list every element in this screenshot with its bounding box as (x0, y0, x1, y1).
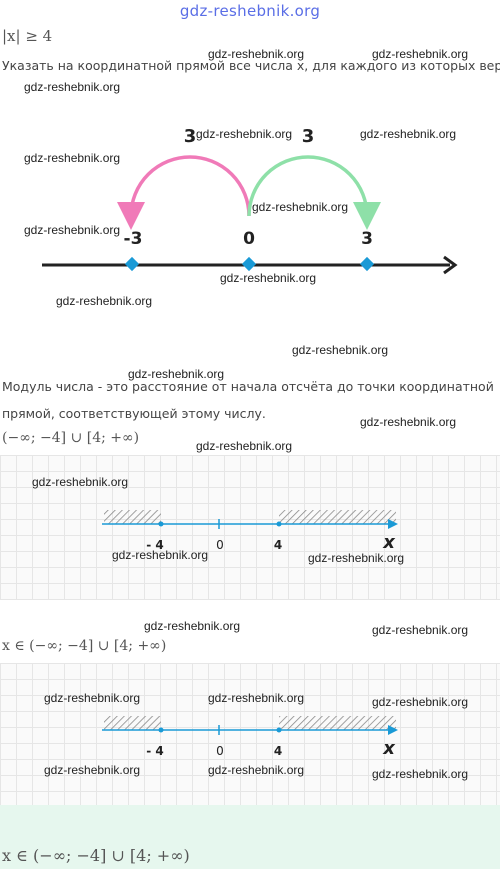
watermark: gdz-reshebnik.org (360, 415, 457, 429)
answer-box (0, 805, 500, 869)
point-zero (241, 256, 257, 272)
answer-formula-2: x ∈ (−∞; −4] ∪ [4; +∞) (2, 846, 190, 865)
right-arc (247, 155, 381, 230)
watermark: gdz-reshebnik.org (360, 127, 457, 141)
label-left: - 4 (146, 538, 164, 552)
watermark: gdz-reshebnik.org (372, 767, 469, 781)
condition-formula: |x| ≥ 4 (2, 27, 53, 45)
interval-formula: (−∞; −4] ∪ [4; +∞) (2, 430, 140, 446)
watermark: gdz-reshebnik.org (32, 475, 129, 489)
point-left-label: -3 (124, 229, 143, 249)
watermark: gdz-reshebnik.org (24, 223, 121, 237)
point-left (158, 727, 164, 733)
shaded-right (279, 510, 396, 524)
label-zero: 0 (216, 538, 224, 552)
watermark: gdz-reshebnik.org (208, 47, 305, 61)
shaded-right (279, 716, 396, 730)
number-line-diagram-1: 3 3 -3 0 3 (42, 126, 458, 275)
label-right: 4 (274, 538, 282, 552)
grid-background-1 (0, 455, 500, 600)
watermark: gdz-reshebnik.org (24, 80, 121, 94)
watermark: gdz-reshebnik.org (292, 343, 389, 357)
point-right (359, 256, 375, 272)
axis-arrow (388, 725, 398, 735)
watermark: gdz-reshebnik.org (252, 200, 349, 214)
watermark: gdz-reshebnik.org (208, 763, 305, 777)
label-right: 4 (274, 744, 282, 758)
point-left (124, 256, 140, 272)
watermark: gdz-reshebnik.org (220, 271, 317, 285)
axis-arrow (388, 519, 398, 529)
shaded-left (104, 716, 161, 730)
watermark: gdz-reshebnik.org (372, 47, 469, 61)
watermark: gdz-reshebnik.org (56, 294, 153, 308)
grid-background-2 (0, 663, 500, 805)
task-text: Указать на координатной прямой все числа… (2, 58, 500, 73)
point-left (158, 521, 164, 527)
watermark: gdz-reshebnik.org (308, 551, 405, 565)
definition-line-2: прямой, соответствующей этому числу. (2, 406, 266, 421)
label-zero: 0 (216, 744, 224, 758)
point-right (276, 727, 282, 733)
label-left: - 4 (146, 744, 164, 758)
watermark: gdz-reshebnik.org (196, 439, 293, 453)
watermark: gdz-reshebnik.org (372, 695, 469, 709)
answer-formula-1: x ∈ (−∞; −4] ∪ [4; +∞) (2, 638, 167, 654)
point-right (276, 521, 282, 527)
arc-left-label: 3 (184, 126, 197, 147)
number-line-diagram-3: - 4 0 4 x (102, 716, 398, 759)
watermark: gdz-reshebnik.org (196, 127, 293, 141)
watermark: gdz-reshebnik.org (44, 691, 141, 705)
point-zero-label: 0 (243, 229, 255, 249)
axis-var: x (382, 532, 396, 553)
definition-line-1: Модуль числа - это расстояние от начала … (2, 379, 494, 394)
arc-right-label: 3 (302, 126, 315, 147)
left-arc (117, 155, 251, 230)
shaded-left (104, 510, 161, 524)
axis-arrow (443, 255, 458, 275)
watermark: gdz-reshebnik.org (208, 691, 305, 705)
axis-var: x (382, 738, 396, 759)
watermark: gdz-reshebnik.org (144, 619, 241, 633)
watermark: gdz-reshebnik.org (372, 623, 469, 637)
watermark: gdz-reshebnik.org (112, 548, 209, 562)
watermark: gdz-reshebnik.org (24, 151, 121, 165)
watermark-top: gdz-reshebnik.org (179, 2, 321, 20)
watermark: gdz-reshebnik.org (44, 763, 141, 777)
number-line-diagram-2: - 4 0 4 x (102, 510, 398, 553)
point-right-label: 3 (361, 229, 373, 249)
watermark: gdz-reshebnik.org (128, 367, 225, 381)
